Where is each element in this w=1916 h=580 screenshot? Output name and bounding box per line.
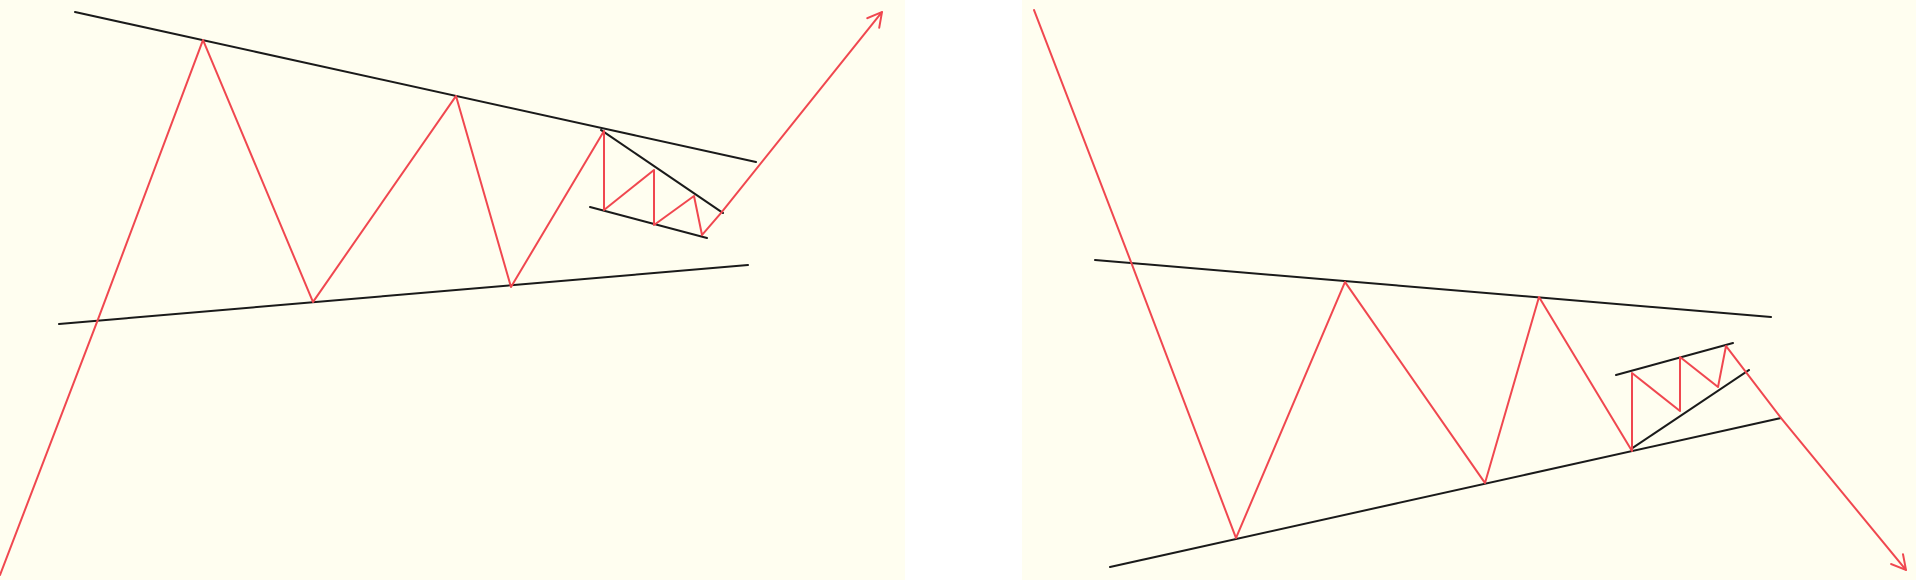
left-pattern-trend-line-2 (58, 264, 749, 325)
right-pattern-trend-line-2 (1109, 417, 1782, 568)
right-pattern-background (1022, 0, 1916, 580)
left-pattern-price-path (0, 11, 883, 576)
right-pattern-price-path (1033, 9, 1907, 571)
left-pattern-trend-line-1 (74, 11, 757, 163)
right-pattern-trend-line-3 (1615, 342, 1734, 376)
left-pattern-arrow-head-icon (866, 11, 883, 29)
right-pattern-trend-line-4 (1630, 369, 1750, 450)
left-pattern-trend-line-4 (589, 206, 708, 239)
left-pattern-trend-line-3 (600, 129, 724, 214)
right-pattern-trend-line-1 (1094, 259, 1772, 318)
right-pattern-arrow-head-icon (1890, 553, 1907, 571)
